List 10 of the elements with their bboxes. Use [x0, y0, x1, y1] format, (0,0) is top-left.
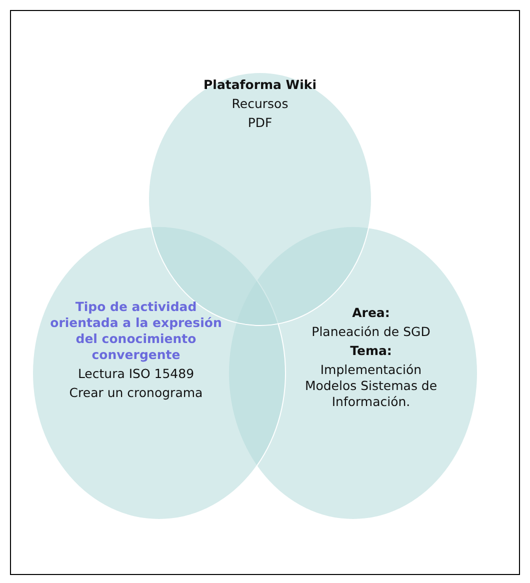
circle-text: Crear un cronograma [68, 385, 204, 401]
circle-heading: Tema: [349, 343, 393, 359]
circle-text: Lectura ISO 15489 [76, 366, 196, 382]
circle-text: PDF [246, 115, 274, 131]
circle-text: Planeación de SGD [310, 324, 432, 340]
circle-heading: Plataforma Wiki [202, 77, 318, 93]
circle-heading: Tipo de actividad orientada a la expresión del conocimiento convergente [49, 299, 223, 363]
circle-heading: Area: [351, 305, 391, 321]
circle-text: Recursos [230, 96, 290, 112]
circle-text: Implementación Modelos Sistemas de Información. [304, 362, 438, 410]
